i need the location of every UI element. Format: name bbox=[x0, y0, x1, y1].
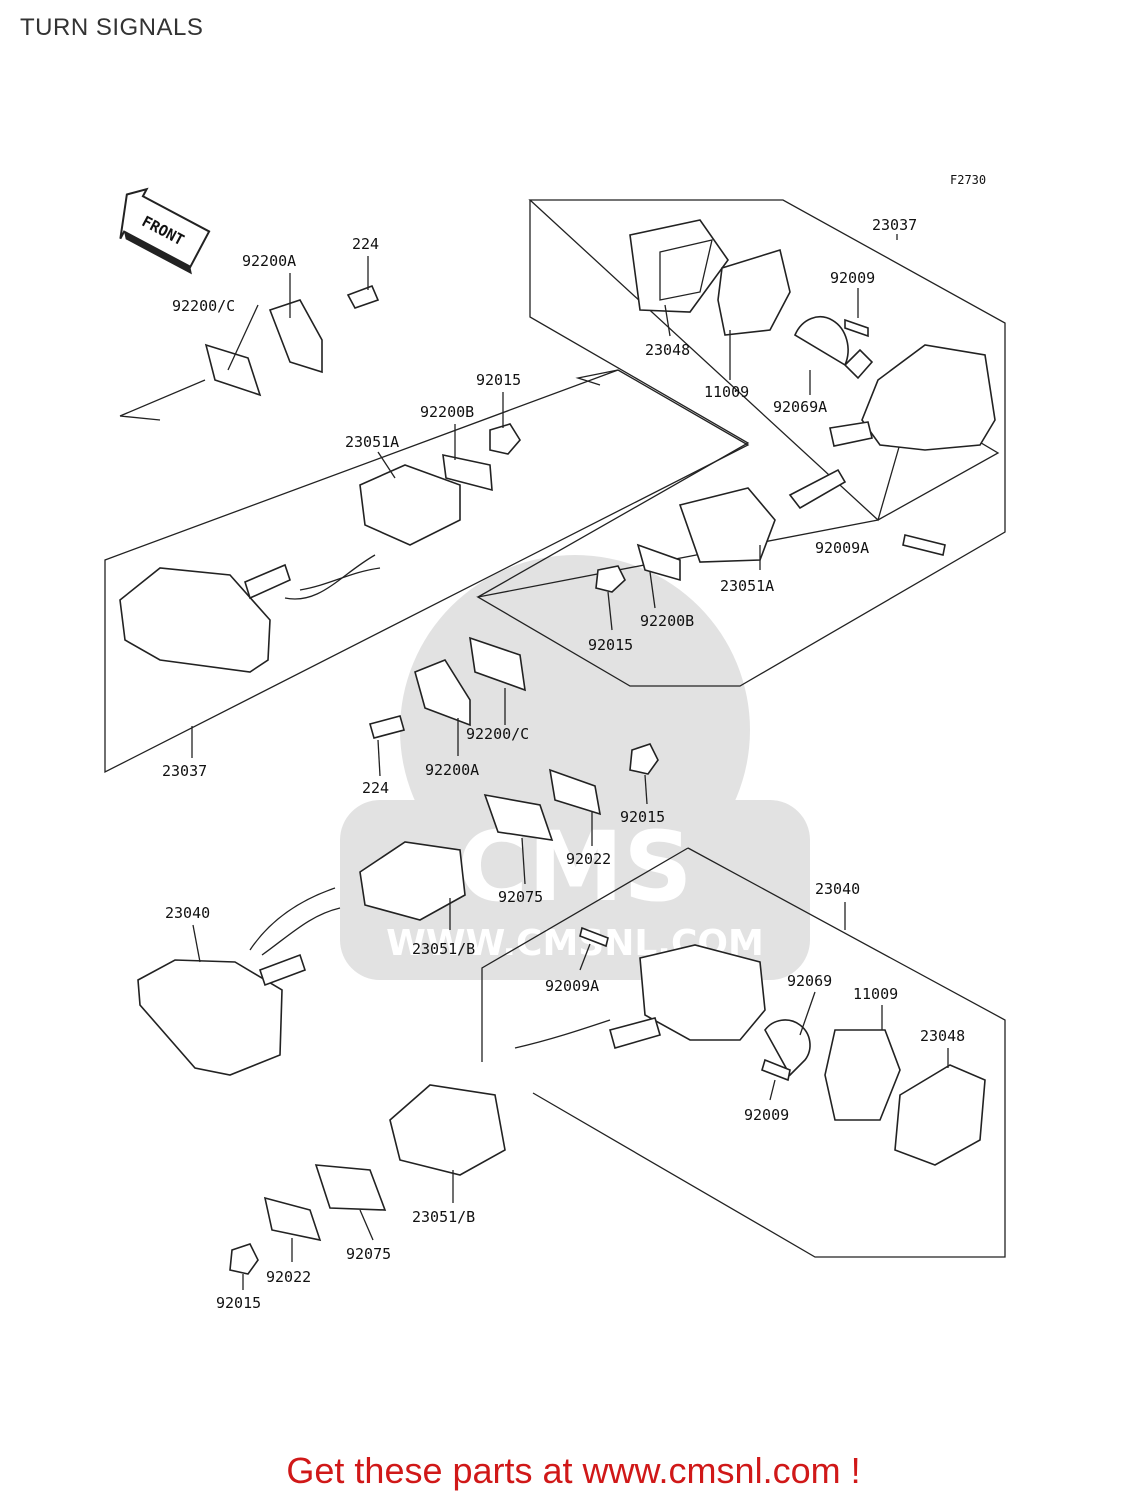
plate-c-mid-icon bbox=[469, 636, 526, 692]
housing-rear-left-icon bbox=[119, 567, 271, 673]
label-holder-front-right: 23051/B bbox=[412, 1208, 475, 1226]
bulb-rear-right-icon bbox=[793, 316, 874, 380]
housing-front-left-icon bbox=[137, 959, 283, 1076]
plate-b-rear-right-icon bbox=[636, 543, 681, 582]
bolt-mid-icon bbox=[369, 715, 405, 739]
housing-rear-right-icon bbox=[861, 344, 996, 451]
front-left-lamp bbox=[137, 887, 341, 1076]
bracket-top-icon bbox=[268, 299, 323, 374]
gasket-front-right-icon bbox=[824, 1029, 901, 1121]
rear-left-outline bbox=[104, 369, 750, 774]
label-gasket-rear-right: 11009 bbox=[704, 383, 749, 401]
nut-mid-icon bbox=[629, 743, 659, 775]
wire-front-left-icon bbox=[249, 887, 336, 951]
top-left-parts bbox=[204, 284, 521, 546]
holder-front-right-icon bbox=[389, 1084, 506, 1176]
label-bulb-front-right: 92069 bbox=[787, 972, 832, 990]
front-arrow-icon: FRONT bbox=[119, 187, 211, 275]
screw-front-right-icon bbox=[579, 926, 609, 948]
watermark-banner bbox=[340, 800, 810, 980]
nut-top-icon bbox=[489, 423, 521, 455]
label-asm-front-right: 23040 bbox=[815, 880, 860, 898]
label-plate-b-rear-right: 92200B bbox=[640, 612, 694, 630]
nut-rear-right-icon bbox=[595, 565, 626, 593]
lens-front-right-icon bbox=[894, 1064, 986, 1166]
leader-lines bbox=[191, 234, 949, 1290]
nut-bottom-icon bbox=[229, 1243, 259, 1275]
label-plate-c-mid: 92200/C bbox=[466, 725, 529, 743]
page-title: TURN SIGNALS bbox=[20, 14, 204, 41]
bracket-mid-icon bbox=[414, 659, 471, 727]
wire-rear-left-icon bbox=[284, 554, 376, 600]
wire-rear-right-icon bbox=[788, 468, 847, 510]
label-bracket-top: 92200A bbox=[242, 252, 296, 270]
label-holder-rear-right: 23051A bbox=[720, 577, 774, 595]
label-washer-bottom: 92022 bbox=[266, 1268, 311, 1286]
label-nut-mid: 92015 bbox=[620, 808, 665, 826]
assembly-outlines bbox=[104, 199, 1006, 1258]
label-lens-front-right: 23048 bbox=[920, 1027, 965, 1045]
front-right-lamp bbox=[389, 926, 986, 1176]
label-holder-front-left: 23051/B bbox=[412, 940, 475, 958]
screw-rear-right-icon bbox=[844, 318, 869, 338]
label-grommet-mid: 92075 bbox=[498, 888, 543, 906]
bottom-left-parts bbox=[229, 1164, 387, 1275]
label-plate-c-top: 92200/C bbox=[172, 297, 235, 315]
watermark: CMS WWW.CMSNL.COM bbox=[340, 555, 810, 980]
label-nut-bottom: 92015 bbox=[216, 1294, 261, 1312]
rear-right-outline-inner bbox=[477, 200, 750, 598]
grommet-mid-icon bbox=[483, 793, 554, 841]
lens-rear-right-icon bbox=[629, 219, 729, 313]
washer-mid-icon bbox=[548, 768, 602, 816]
front-right-outline-left bbox=[481, 847, 689, 1062]
label-plate-b-top: 92200B bbox=[420, 403, 474, 421]
grommet-bottom-icon bbox=[314, 1164, 387, 1211]
rear-left-outline-notch bbox=[575, 369, 619, 386]
part-labels: 23037 23048 11009 92009 92069A 92009A 23… bbox=[162, 216, 965, 1312]
holder-rear-right-icon bbox=[678, 487, 776, 563]
front-right-outline bbox=[532, 847, 1006, 1258]
housing-front-right-icon bbox=[639, 944, 766, 1041]
label-bolt-mid: 224 bbox=[362, 779, 389, 797]
label-grommet-bottom: 92075 bbox=[346, 1245, 391, 1263]
screw-a-rear-right-icon bbox=[902, 534, 946, 556]
label-screw-a-rear-right: 92009A bbox=[815, 539, 869, 557]
figure-code: F2730 bbox=[950, 173, 986, 187]
label-screw-rear-right: 92009 bbox=[830, 269, 875, 287]
middle-parts bbox=[359, 636, 659, 921]
screw-2-front-right-icon bbox=[761, 1058, 791, 1082]
leader-top-left-2 bbox=[119, 415, 161, 421]
label-washer-mid: 92022 bbox=[566, 850, 611, 868]
label-bolt-top: 224 bbox=[352, 235, 379, 253]
bolt-top-icon bbox=[346, 284, 380, 309]
label-holder-rear-left: 23051A bbox=[345, 433, 399, 451]
shop-link[interactable]: Get these parts at www.cmsnl.com ! bbox=[286, 1450, 861, 1491]
rear-right-lamp bbox=[595, 219, 996, 593]
plate-c-top-icon bbox=[204, 343, 262, 397]
gasket-rear-right-icon bbox=[717, 248, 791, 336]
leader-top-left bbox=[119, 379, 206, 417]
label-nut-rear-right: 92015 bbox=[588, 636, 633, 654]
label-nut-top: 92015 bbox=[476, 371, 521, 389]
holder-rear-left-icon bbox=[359, 464, 461, 546]
label-bulb-rear-right: 92069A bbox=[773, 398, 827, 416]
label-asm-rear-right: 23037 bbox=[872, 216, 917, 234]
label-lens-rear-right: 23048 bbox=[645, 341, 690, 359]
wire-front-right-icon bbox=[514, 1019, 611, 1049]
label-asm-rear-left: 23037 bbox=[162, 762, 207, 780]
label-screw-2-front-right: 92009 bbox=[744, 1106, 789, 1124]
washer-bottom-icon bbox=[263, 1196, 322, 1242]
label-gasket-front-right: 11009 bbox=[853, 985, 898, 1003]
label-asm-front-left: 23040 bbox=[165, 904, 210, 922]
holder-front-left-icon bbox=[359, 841, 466, 921]
rear-left-lamp bbox=[119, 554, 381, 673]
label-screw-front-right: 92009A bbox=[545, 977, 599, 995]
label-bracket-mid: 92200A bbox=[425, 761, 479, 779]
plate-b-top-icon bbox=[442, 453, 493, 492]
